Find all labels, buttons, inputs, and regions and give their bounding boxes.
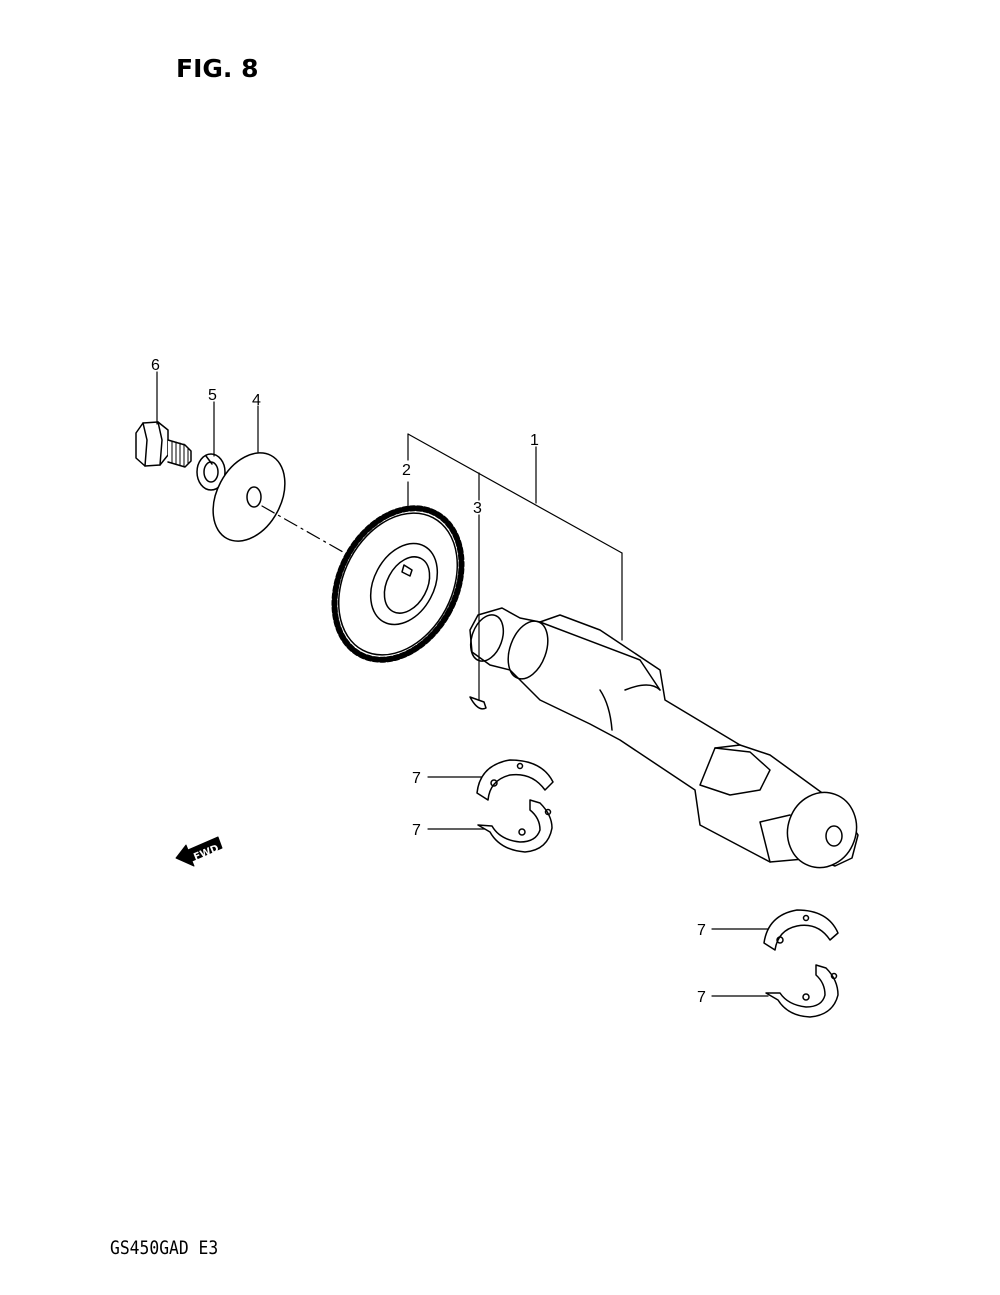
bearing-shells-part-7-upper (476, 759, 554, 853)
callout-2: 2 (402, 462, 411, 479)
leader-lines (156, 371, 773, 997)
figure-title: FIG. 8 (176, 54, 259, 83)
callout-4: 4 (252, 392, 261, 409)
callout-7-lower-top: 7 (697, 922, 706, 939)
key-part-3 (469, 696, 487, 710)
callout-7-upper-bottom: 7 (412, 822, 421, 839)
callout-1: 1 (530, 432, 539, 449)
model-code: GS450GAD E3 (110, 1237, 219, 1259)
callout-3: 3 (473, 500, 482, 517)
bearing-shells-part-7-lower (763, 909, 839, 1018)
lock-washer-part-5 (196, 453, 226, 491)
callout-6: 6 (151, 357, 160, 374)
balancer-shaft-part-1 (469, 607, 859, 869)
forward-arrow-icon (175, 836, 223, 867)
callout-7-lower-bottom: 7 (697, 989, 706, 1006)
gear-part-2 (331, 505, 465, 663)
washer-part-4 (212, 452, 286, 542)
bolt-part-6 (135, 421, 192, 468)
callout-7-upper-top: 7 (412, 770, 421, 787)
callout-5: 5 (208, 387, 217, 404)
